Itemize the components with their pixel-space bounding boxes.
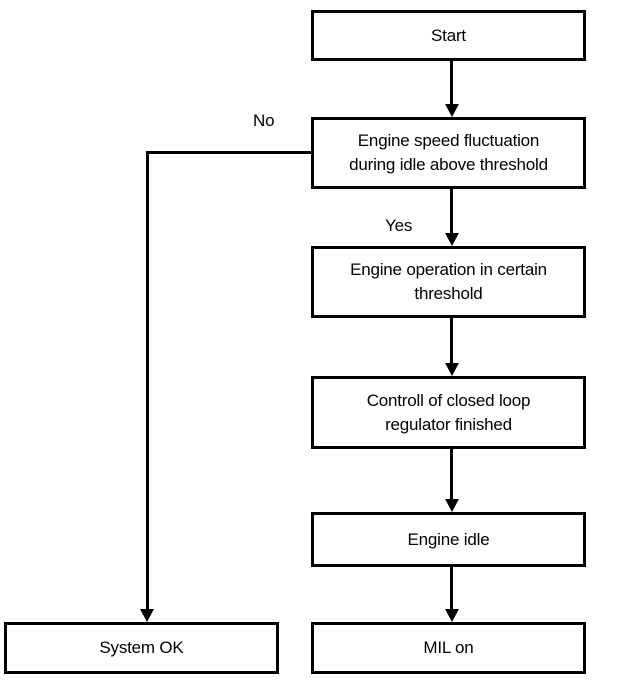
edge-decision-to-operation-arrowhead [445,233,459,246]
edge-control-to-idle-arrowhead [445,499,459,512]
flow-node-system-ok-label: System OK [99,638,184,657]
edge-decision-to-systemok-hline [146,151,311,154]
flow-node-system-ok: System OK [4,622,279,674]
edge-start-to-decision-line [450,61,453,105]
edge-start-to-decision-arrowhead [445,104,459,117]
flow-node-idle: Engine idle [311,512,586,567]
no-edge-label: No [253,111,275,130]
edge-decision-to-systemok-arrowhead [140,609,154,622]
flow-node-start-label: Start [431,25,466,45]
edge-idle-to-mil-arrowhead [445,609,459,622]
edge-decision-to-operation-line [450,189,453,234]
flow-node-operation-label: Engine operation in certain threshold [350,260,547,303]
yes-edge-label: Yes [385,216,413,235]
flow-node-mil-label: MIL on [423,638,474,657]
edge-decision-to-systemok-vline [146,151,149,610]
flow-node-mil: MIL on [311,622,586,674]
edge-operation-to-control-line [450,318,453,364]
edge-idle-to-mil-line [450,567,453,610]
flow-node-decision: Engine speed fluctuation during idle abo… [311,117,586,189]
flow-node-decision-label: Engine speed fluctuation during idle abo… [349,131,548,174]
flow-node-control-label: Controll of closed loop regulator finish… [366,390,531,434]
flow-node-start: Start [311,10,586,61]
flow-node-control: Controll of closed loop regulator finish… [311,376,586,449]
flow-node-idle-label: Engine idle [407,529,490,549]
edge-operation-to-control-arrowhead [445,363,459,376]
edge-control-to-idle-line [450,449,453,500]
flow-node-operation: Engine operation in certain threshold [311,246,586,318]
